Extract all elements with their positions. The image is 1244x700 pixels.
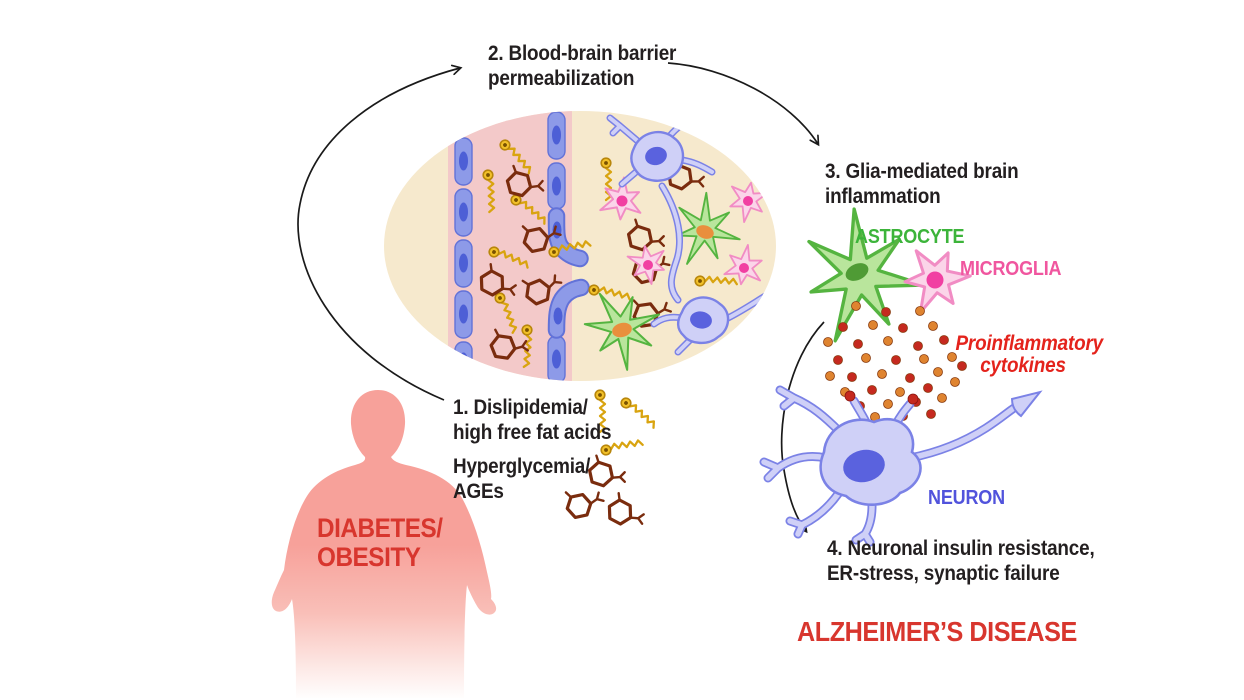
labeled-glia <box>794 201 978 354</box>
brain-side-cells <box>575 171 776 380</box>
age-molecule-icon <box>602 490 652 535</box>
fatty-acid-icon <box>618 394 658 433</box>
arrow-3-to-4 <box>780 321 825 534</box>
bbb-ellipse-scene <box>384 111 776 381</box>
brain-side-neurons <box>606 114 776 356</box>
label-alzheimers-disease: ALZHEIMER’S DISEASE <box>797 616 1077 647</box>
label-hyperglycemia: Hyperglycemia/ AGEs <box>453 455 591 503</box>
arrow-2-to-3 <box>667 62 820 147</box>
label-step1: 1. Dislipidemia/ high free fat acids <box>453 396 612 444</box>
label-step4: 4. Neuronal insulin resistance, ER-stres… <box>827 537 1095 585</box>
axon-terminal <box>1010 390 1043 418</box>
label-neuron: NEURON <box>928 487 1005 509</box>
neuron-nucleus <box>843 449 885 483</box>
arrow-1-to-2 <box>297 64 463 401</box>
endothelial-wall-left <box>454 137 473 381</box>
label-diabetes-obesity: DIABETES/ OBESITY <box>317 513 443 572</box>
age-molecule-icon <box>584 453 632 494</box>
neuron-illustration <box>759 385 1043 547</box>
label-step3: 3. Glia-mediated brain inflammation <box>825 160 1019 208</box>
label-astrocyte: ASTROCYTE <box>855 226 965 248</box>
label-step2: 2. Blood-brain barrier permeabilization <box>488 42 677 90</box>
obese-human-silhouette <box>271 390 497 698</box>
label-microglia: MICROGLIA <box>960 258 1062 280</box>
label-cytokines: Proinflammatory cytokines <box>955 332 1104 377</box>
